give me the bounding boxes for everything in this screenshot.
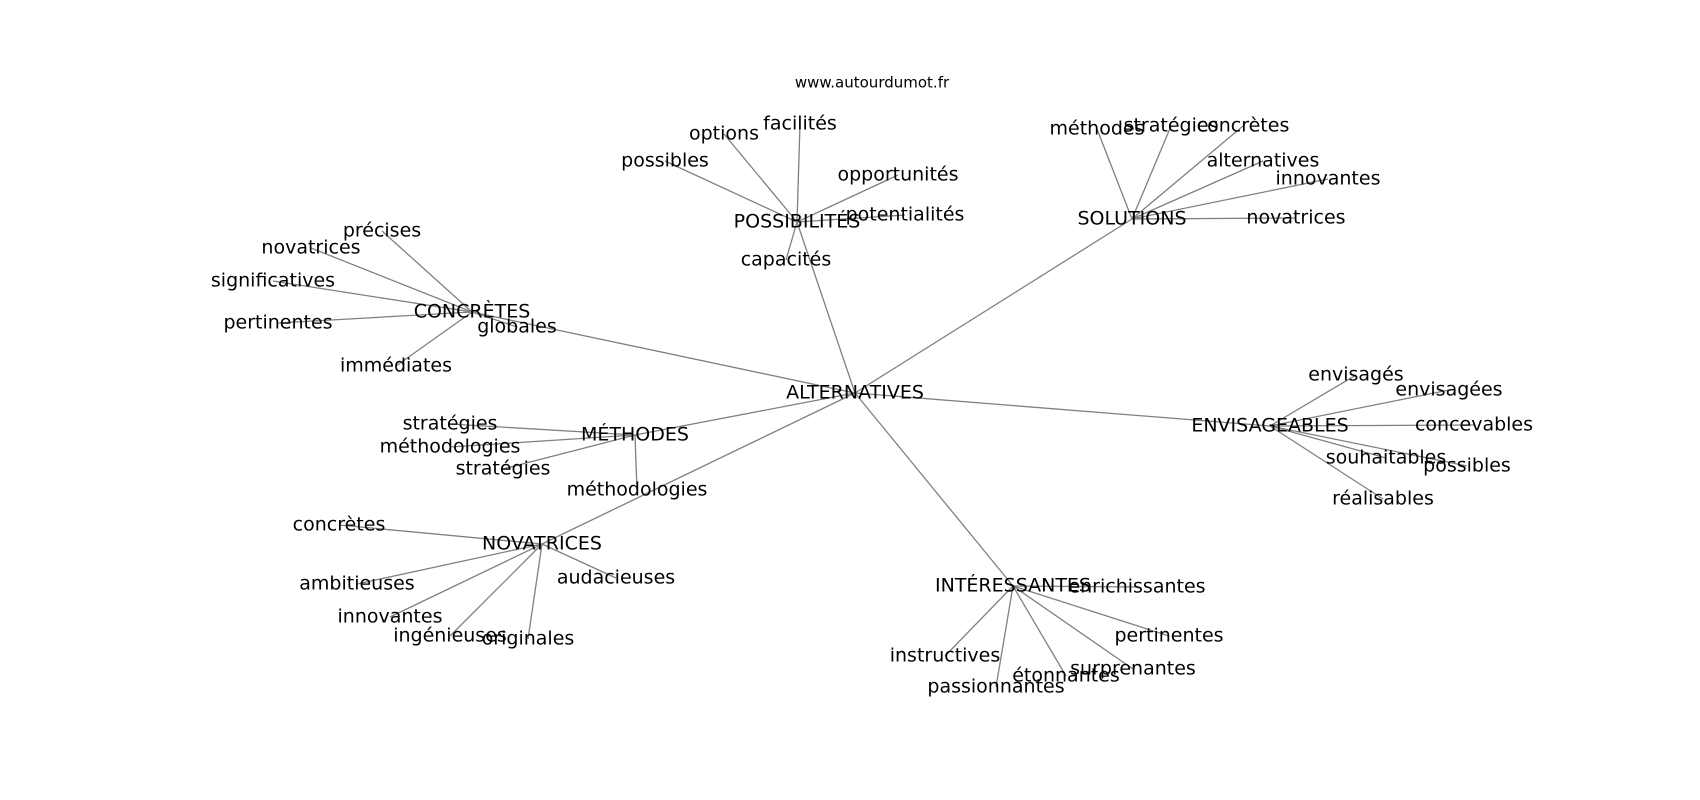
leaf-concretes-3[interactable]: pertinentes — [223, 312, 332, 334]
leaf-concretes-5[interactable]: immédiates — [340, 355, 452, 377]
leaf-envisageables-2[interactable]: concevables — [1415, 414, 1533, 436]
edge-center-interessantes — [854, 392, 1014, 587]
leaf-solutions-5[interactable]: novatrices — [1246, 207, 1345, 229]
leaf-envisageables-0[interactable]: envisagés — [1308, 364, 1403, 386]
edge-concretes-3 — [277, 311, 473, 324]
leaf-interessantes-4[interactable]: passionnantes — [927, 676, 1064, 698]
edge-novatrices-5 — [541, 543, 617, 579]
edge-interessantes-0 — [1012, 585, 1138, 588]
leaf-methodes-1[interactable]: méthodologies — [380, 436, 521, 458]
leaf-interessantes-2[interactable]: surprenantes — [1070, 658, 1196, 680]
leaf-envisageables-1[interactable]: envisagées — [1395, 379, 1502, 401]
leaf-interessantes-0[interactable]: enrichissantes — [1068, 576, 1205, 598]
leaf-interessantes-3[interactable]: étonnantes — [1012, 665, 1120, 687]
edge-envisageables-1 — [1269, 389, 1450, 427]
leaf-possibilites-5[interactable]: capacités — [741, 249, 832, 271]
edge-envisageables-2 — [1269, 424, 1475, 427]
edge-possibilites-2 — [664, 160, 798, 223]
leaf-envisageables-5[interactable]: réalisables — [1332, 488, 1434, 510]
leaf-interessantes-5[interactable]: instructives — [890, 645, 1001, 667]
edge-envisageables-4 — [1269, 425, 1468, 467]
leaf-novatrices-1[interactable]: ambitieuses — [299, 573, 414, 595]
edge-envisageables-0 — [1269, 374, 1357, 427]
edge-interessantes-4 — [995, 585, 1014, 688]
leaf-possibilites-3[interactable]: opportunités — [837, 164, 958, 186]
leaf-concretes-4[interactable]: globales — [477, 316, 557, 338]
hub-node-possibilites[interactable]: POSSIBILITÉS — [734, 210, 861, 233]
edge-methodes-3 — [634, 434, 638, 491]
edge-concretes-1 — [310, 247, 473, 313]
edge-novatrices-2 — [389, 543, 543, 618]
edge-methodes-2 — [502, 434, 636, 470]
edge-concretes-5 — [395, 311, 473, 367]
edge-novatrices-4 — [527, 543, 543, 640]
leaf-possibilites-0[interactable]: options — [689, 123, 759, 145]
edge-methodes-1 — [449, 434, 636, 448]
edge-solutions-2 — [1131, 125, 1244, 220]
leaf-solutions-1[interactable]: stratégies — [1124, 115, 1219, 137]
edge-possibilites-3 — [796, 174, 899, 223]
edge-novatrices-0 — [338, 524, 543, 545]
leaf-novatrices-5[interactable]: audacieuses — [557, 567, 675, 589]
edge-concretes-2 — [272, 280, 473, 313]
hub-node-interessantes[interactable]: INTÉRESSANTES — [935, 574, 1091, 597]
edge-concretes-0 — [381, 230, 473, 313]
leaf-possibilites-1[interactable]: facilités — [763, 113, 837, 135]
edge-novatrices-3 — [449, 543, 543, 637]
leaf-concretes-2[interactable]: significatives — [211, 270, 335, 292]
leaf-envisageables-3[interactable]: souhaitables — [1326, 447, 1447, 469]
leaf-methodes-0[interactable]: stratégies — [403, 413, 498, 435]
edge-center-novatrices — [541, 392, 856, 545]
edge-interessantes-2 — [1012, 585, 1134, 670]
leaf-methodes-3[interactable]: méthodologies — [567, 479, 708, 501]
leaf-methodes-2[interactable]: stratégies — [456, 458, 551, 480]
hub-node-solutions[interactable]: SOLUTIONS — [1078, 208, 1187, 230]
leaf-novatrices-2[interactable]: innovantes — [338, 606, 443, 628]
edge-interessantes-3 — [1012, 585, 1067, 677]
edge-concretes-4 — [471, 311, 518, 328]
leaf-interessantes-1[interactable]: pertinentes — [1114, 625, 1223, 647]
edge-solutions-4 — [1131, 178, 1329, 220]
edge-possibilites-0 — [723, 133, 798, 223]
edge-solutions-5 — [1131, 217, 1297, 220]
leaf-possibilites-4[interactable]: potentialités — [846, 204, 965, 226]
edge-envisageables-5 — [1269, 425, 1384, 500]
edge-center-methodes — [634, 392, 856, 436]
edge-methodes-0 — [449, 423, 636, 436]
leaf-solutions-2[interactable]: concrètes — [1197, 115, 1290, 137]
edge-solutions-0 — [1096, 128, 1133, 220]
edge-novatrices-1 — [356, 543, 543, 585]
hub-node-concretes[interactable]: CONCRÈTES — [414, 300, 531, 323]
leaf-concretes-0[interactable]: précises — [343, 220, 421, 242]
hub-node-novatrices[interactable]: NOVATRICES — [482, 533, 602, 555]
edge-center-envisageables — [854, 392, 1271, 427]
edges — [272, 123, 1475, 688]
edge-envisageables-3 — [1269, 425, 1387, 459]
leaf-solutions-4[interactable]: innovantes — [1276, 168, 1381, 190]
hub-node-methodes[interactable]: MÉTHODES — [581, 423, 689, 446]
leaf-envisageables-4[interactable]: possibles — [1423, 455, 1511, 477]
edge-center-possibilites — [796, 221, 856, 394]
center-node[interactable]: ALTERNATIVES — [786, 382, 924, 404]
leaf-solutions-3[interactable]: alternatives — [1207, 150, 1320, 172]
edge-possibilites-5 — [785, 221, 798, 261]
edge-possibilites-4 — [796, 214, 906, 223]
edge-center-solutions — [854, 218, 1133, 394]
leaf-novatrices-0[interactable]: concrètes — [293, 514, 386, 536]
leaf-solutions-0[interactable]: méthodes — [1050, 118, 1145, 140]
edge-possibilites-1 — [796, 123, 801, 223]
edge-interessantes-1 — [1012, 585, 1170, 637]
leaf-concretes-1[interactable]: novatrices — [261, 237, 360, 259]
leaf-novatrices-3[interactable]: ingénieuses — [393, 625, 507, 647]
hub-node-envisageables[interactable]: ENVISAGEABLES — [1191, 415, 1348, 437]
edge-interessantes-5 — [944, 585, 1014, 657]
edge-center-concretes — [471, 311, 856, 394]
edge-solutions-1 — [1131, 125, 1172, 220]
leaf-possibilites-2[interactable]: possibles — [621, 150, 709, 172]
source-url[interactable]: www.autourdumot.fr — [795, 74, 950, 92]
edge-solutions-3 — [1131, 160, 1264, 220]
leaf-novatrices-4[interactable]: originales — [482, 628, 575, 650]
